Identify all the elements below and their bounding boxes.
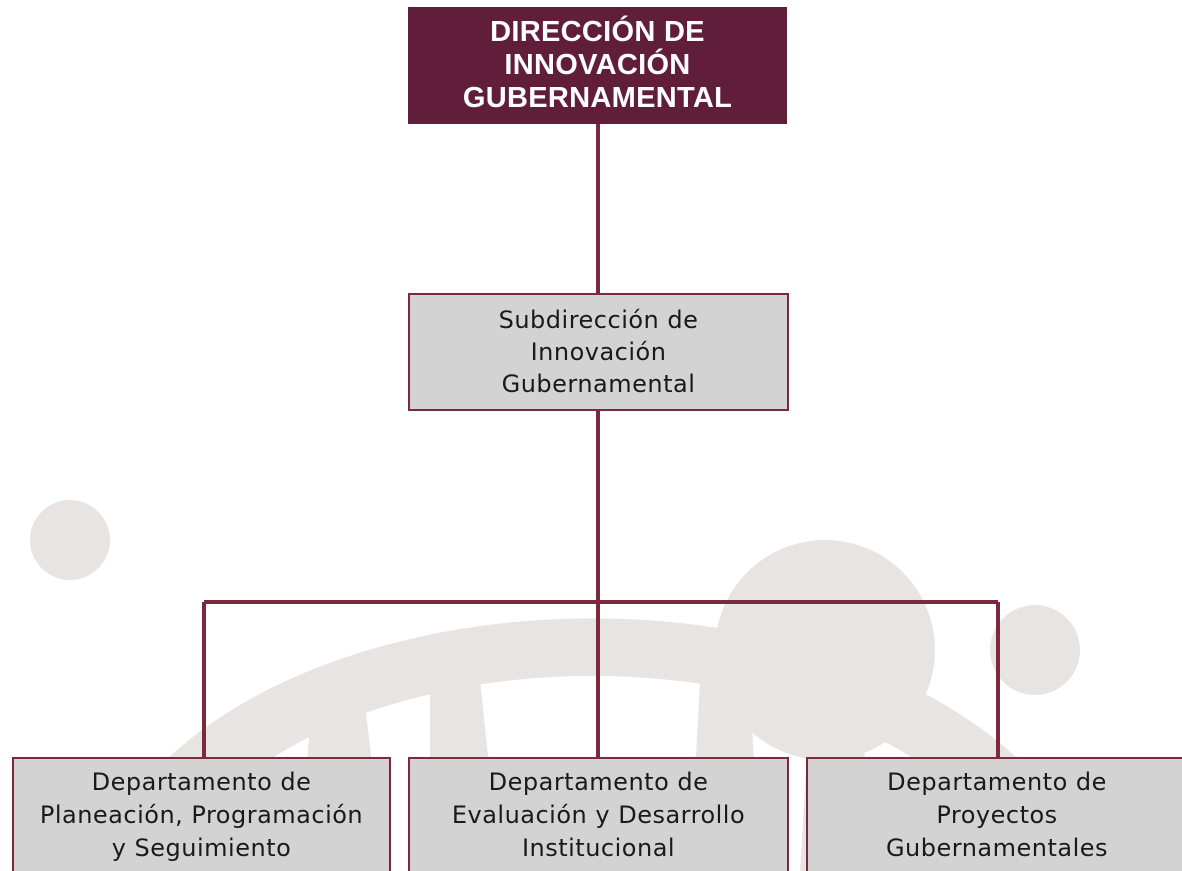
dept-3-line-2: Proyectos (936, 801, 1058, 829)
departamento-evaluacion-box: Departamento de Evaluación y Desarrollo … (408, 757, 789, 871)
dept-3-line-1: Departamento de (887, 768, 1107, 796)
direccion-box: DIRECCIÓN DE INNOVACIÓN GUBERNAMENTAL (408, 7, 787, 124)
dept-3-line-3: Gubernamentales (885, 834, 1109, 862)
watermark-arc (95, 618, 1090, 871)
dept-1-line-3: y Seguimiento (111, 834, 292, 862)
dept-2-line-2: Evaluación y Desarrollo (451, 801, 746, 829)
subdireccion-line-1: Subdirección de (498, 306, 699, 334)
dept-1-line-2: Planeación, Programación (39, 801, 364, 829)
dept-1-line-1: Departamento de (91, 768, 312, 796)
dept-2-line-1: Departamento de (488, 768, 709, 796)
departamento-proyectos-box: Departamento de Proyectos Gubernamentale… (806, 757, 1182, 871)
direccion-line-3: GUBERNAMENTAL (462, 82, 733, 114)
subdireccion-line-3: Gubernamental (501, 370, 696, 398)
direccion-line-1: DIRECCIÓN DE (490, 16, 705, 48)
direccion-line-2: INNOVACIÓN (504, 49, 691, 81)
departamento-planeacion-box: Departamento de Planeación, Programación… (12, 757, 391, 871)
connector-group (202, 122, 1000, 757)
subdireccion-box: Subdirección de Innovación Gubernamental (408, 293, 789, 411)
subdireccion-line-2: Innovación (530, 338, 667, 366)
dept-2-line-3: Institucional (521, 834, 676, 862)
watermark-left-ring (0, 500, 110, 601)
